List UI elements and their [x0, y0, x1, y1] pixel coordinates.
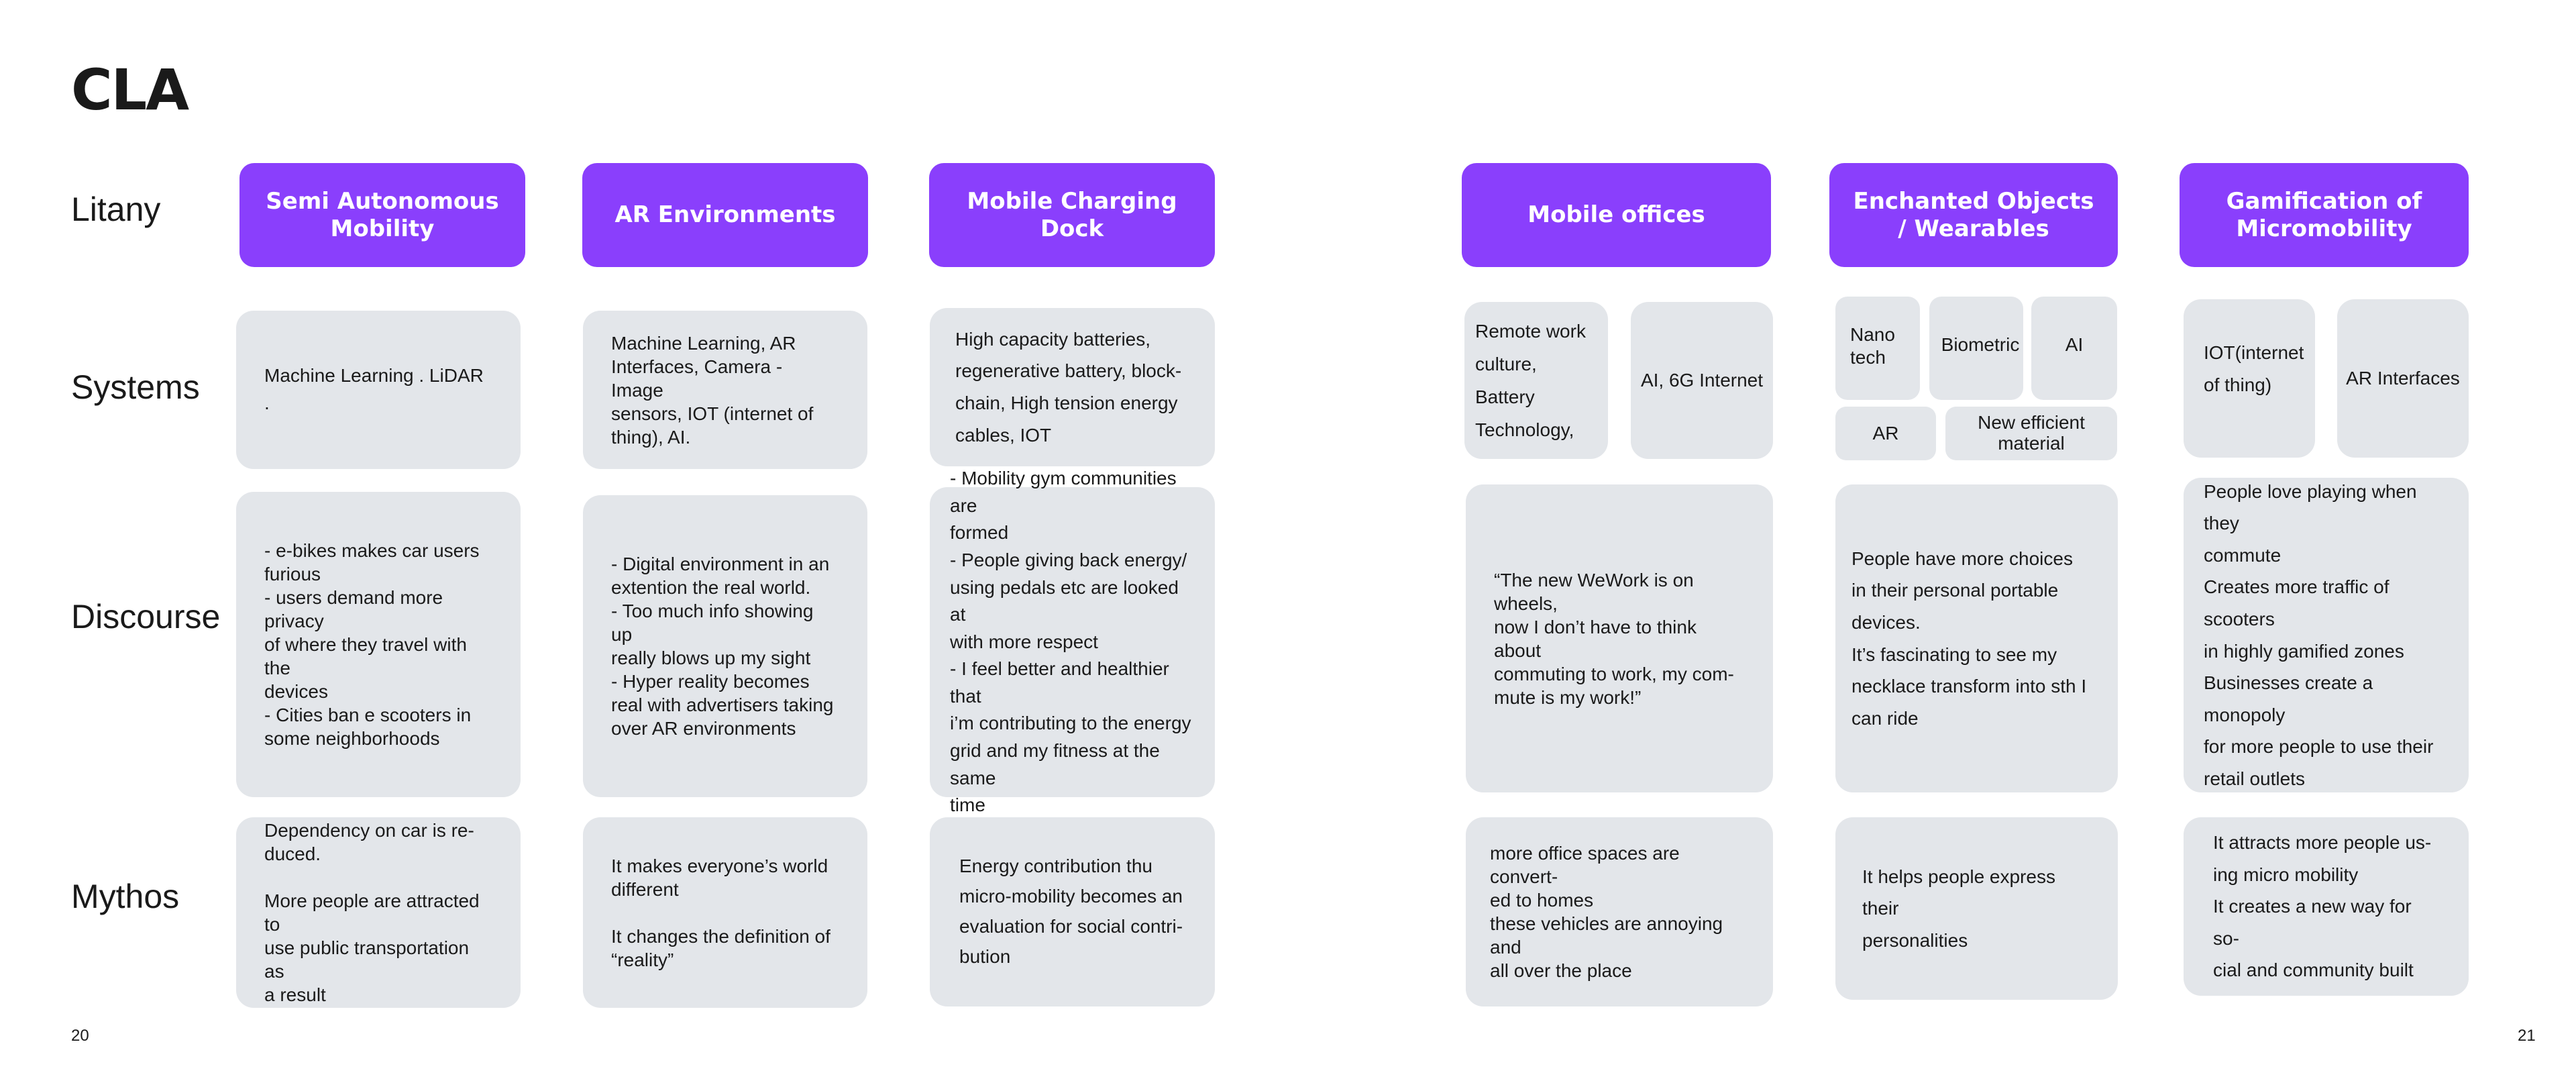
header-mobile-offices: Mobile offices [1462, 163, 1771, 267]
systems-card-new-efficient-material: New efficient material [1945, 407, 2117, 460]
systems-card-ar-environments: Machine Learning, AR Interfaces, Camera … [583, 311, 867, 469]
mythos-card-semi-autonomous: Dependency on car is re- duced. More peo… [236, 817, 521, 1008]
systems-card-mobile-charging: High capacity batteries, regenerative ba… [930, 308, 1215, 466]
header-mobile-charging-dock: Mobile Charging Dock [929, 163, 1215, 267]
systems-card-ai-6g: AI, 6G Internet [1631, 302, 1773, 459]
systems-card-semi-autonomous: Machine Learning . LiDAR . [236, 311, 521, 469]
row-label-litany: Litany [71, 191, 161, 228]
page-number-right: 21 [2518, 1027, 2536, 1045]
systems-card-nano-tech: Nano tech [1835, 297, 1920, 400]
mythos-card-mobile-charging: Energy contribution thu micro-mobility b… [930, 817, 1215, 1006]
mythos-card-enchanted-objects: It helps people express their personalit… [1835, 817, 2118, 1000]
discourse-card-mobile-offices: “The new WeWork is on wheels, now I don’… [1466, 484, 1773, 792]
discourse-card-mobile-charging: - Mobility gym communities are formed - … [930, 468, 1215, 815]
systems-card-ar: AR [1835, 407, 1936, 460]
systems-card-ai: AI [2031, 297, 2117, 400]
mythos-card-gamification: It attracts more people us- ing micro mo… [2184, 817, 2469, 996]
systems-card-iot: IOT(internet of thing) [2184, 299, 2315, 458]
systems-card-ar-interfaces: AR Interfaces [2337, 299, 2469, 458]
header-gamification-of-micromobility: Gamification of Micromobility [2180, 163, 2469, 267]
row-label-discourse: Discourse [71, 598, 221, 635]
discourse-card-semi-autonomous: - e-bikes makes car users furious - user… [236, 492, 521, 797]
systems-card-biometric: Biometric [1929, 297, 2023, 400]
row-label-systems: Systems [71, 368, 200, 406]
header-semi-autonomous-mobility: Semi Autonomous Mobility [239, 163, 525, 267]
header-ar-environments: AR Environments [582, 163, 868, 267]
page-number-left: 20 [71, 1027, 89, 1045]
discourse-card-gamification: People love playing when they commute Cr… [2184, 478, 2469, 792]
systems-card-remote-work: Remote work culture, Battery Technology, [1464, 302, 1608, 459]
page-title: CLA [71, 57, 189, 123]
mythos-card-mobile-offices: more office spaces are convert- ed to ho… [1466, 817, 1773, 1006]
row-label-mythos: Mythos [71, 878, 180, 915]
discourse-card-ar-environments: - Digital environment in an extention th… [583, 495, 867, 797]
discourse-card-enchanted-objects: People have more choices in their person… [1835, 484, 2118, 792]
header-enchanted-objects-wearables: Enchanted Objects / Wearables [1829, 163, 2118, 267]
mythos-card-ar-environments: It makes everyone’s world different It c… [583, 817, 867, 1008]
